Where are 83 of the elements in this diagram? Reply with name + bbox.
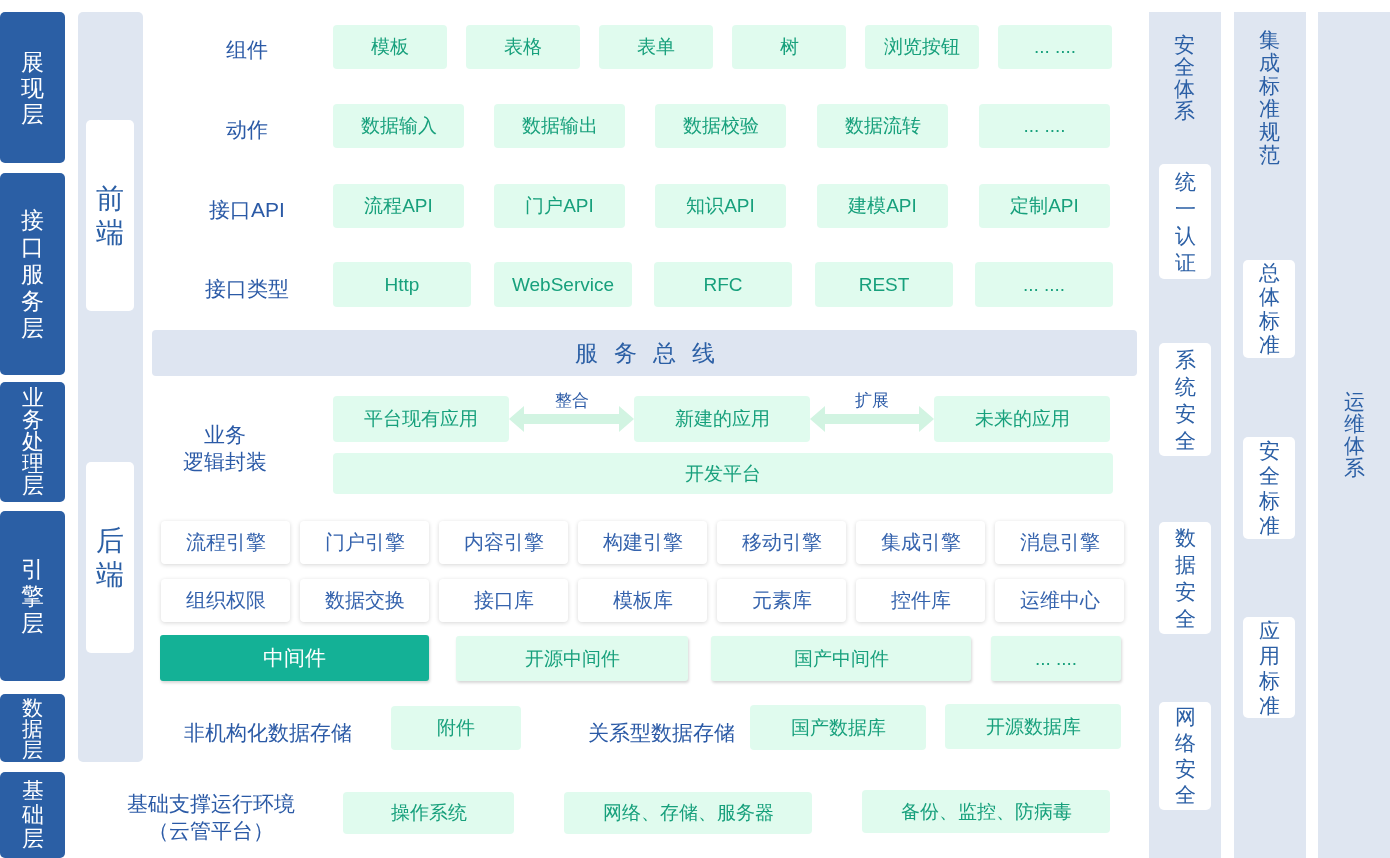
module-box: RFC — [654, 262, 792, 307]
module-box: 定制API — [979, 184, 1110, 228]
row-label: 非机构化数据存储 — [184, 720, 352, 747]
module-box: 附件 — [391, 706, 521, 750]
module-box: 控件库 — [856, 579, 985, 622]
module-box: 建模API — [817, 184, 948, 228]
tier-box: 前端 — [86, 120, 134, 311]
layer-band: 数据层 — [0, 694, 65, 762]
layer-band: 引擎层 — [0, 511, 65, 681]
item-box: 系统安全 — [1159, 343, 1211, 456]
module-box: ... .... — [975, 262, 1113, 307]
module-box: 国产中间件 — [711, 636, 971, 681]
module-box: 构建引擎 — [578, 521, 707, 564]
module-box: 数据流转 — [817, 104, 948, 148]
module-box: 模板库 — [578, 579, 707, 622]
module-box: 组织权限 — [161, 579, 290, 622]
row-label: 接口类型 — [205, 276, 289, 303]
row-label: 基础支撑运行环境（云管平台） — [126, 790, 296, 844]
module-box: REST — [815, 262, 953, 307]
module-box: 门户API — [494, 184, 625, 228]
module-box: 数据输出 — [494, 104, 625, 148]
module-box: 接口库 — [439, 579, 568, 622]
module-box: 未来的应用 — [934, 396, 1110, 442]
row-label: 关系型数据存储 — [587, 720, 735, 747]
double-arrow — [509, 406, 634, 432]
module-box: 操作系统 — [343, 792, 514, 834]
module-box: 模板 — [333, 25, 447, 69]
module-box: 内容引擎 — [439, 521, 568, 564]
module-box: 移动引擎 — [717, 521, 846, 564]
row-label: 组件 — [226, 37, 268, 64]
module-box: 数据交换 — [300, 579, 429, 622]
module-box: 新建的应用 — [634, 396, 810, 442]
module-box: 浏览按钮 — [865, 25, 979, 69]
double-arrow — [810, 406, 934, 432]
edge-label: 扩展 — [853, 390, 891, 411]
module-box: 中间件 — [160, 635, 429, 681]
module-box: 数据输入 — [333, 104, 464, 148]
row-label: 动作 — [226, 117, 268, 144]
column-panel — [1234, 12, 1306, 858]
layer-band: 接口服务层 — [0, 173, 65, 375]
module-box: 流程引擎 — [161, 521, 290, 564]
bus-bar: 服务总线 — [152, 330, 1137, 376]
edge-label: 整合 — [552, 390, 591, 411]
module-box: 开源中间件 — [456, 636, 688, 681]
module-box: 门户引擎 — [300, 521, 429, 564]
column-panel — [1149, 12, 1221, 858]
module-box: 元素库 — [717, 579, 846, 622]
item-box: 数据安全 — [1159, 522, 1211, 634]
layer-band: 业务处理层 — [0, 382, 65, 502]
layer-band: 基础层 — [0, 772, 65, 858]
module-box: ... .... — [991, 636, 1121, 681]
column-panel — [78, 12, 143, 762]
module-box: 国产数据库 — [750, 705, 926, 750]
module-box: 知识API — [655, 184, 786, 228]
module-box: 表单 — [599, 25, 713, 69]
layer-band: 展现层 — [0, 12, 65, 163]
module-box: 运维中心 — [995, 579, 1124, 622]
item-box: 网络安全 — [1159, 702, 1211, 810]
module-box: Http — [333, 262, 471, 307]
module-box: 数据校验 — [655, 104, 786, 148]
module-box: 开源数据库 — [945, 704, 1121, 749]
module-box: ... .... — [998, 25, 1112, 69]
item-box: 总体标准 — [1243, 260, 1295, 358]
column-title: 安全体系 — [1173, 34, 1197, 122]
item-box: 安全标准 — [1243, 437, 1295, 539]
module-box: 网络、存储、服务器 — [564, 792, 812, 834]
item-box: 应用标准 — [1243, 617, 1295, 718]
item-box: 统一认证 — [1159, 164, 1211, 279]
module-box: 开发平台 — [333, 453, 1113, 494]
module-box: WebService — [494, 262, 632, 307]
module-box: 备份、监控、防病毒 — [862, 790, 1110, 833]
module-box: 集成引擎 — [856, 521, 985, 564]
column-panel: 运维体系 — [1318, 12, 1390, 858]
module-box: ... .... — [979, 104, 1110, 148]
module-box: 流程API — [333, 184, 464, 228]
module-box: 平台现有应用 — [333, 396, 509, 442]
tier-box: 后端 — [86, 462, 134, 653]
column-title: 集成标准规范 — [1258, 28, 1282, 166]
row-label: 接口API — [209, 197, 285, 224]
module-box: 表格 — [466, 25, 580, 69]
row-label: 业务逻辑封装 — [182, 421, 268, 475]
module-box: 树 — [732, 25, 846, 69]
module-box: 消息引擎 — [995, 521, 1124, 564]
